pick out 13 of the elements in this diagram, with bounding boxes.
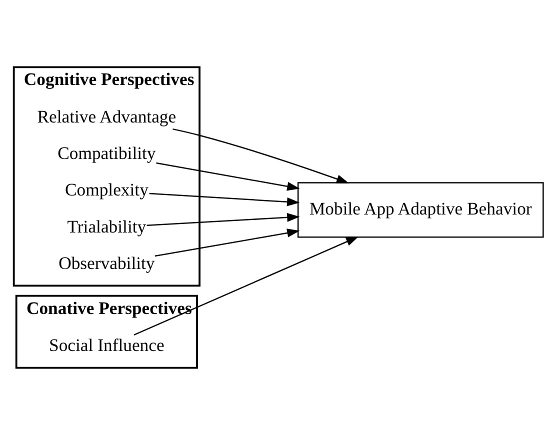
arrow <box>149 192 300 206</box>
node-text: Observability <box>58 252 155 272</box>
arrow <box>134 236 359 336</box>
node-text: Social Influence <box>49 334 164 355</box>
node-box: Mobile App Adaptive Behavior <box>297 182 544 238</box>
arrow <box>156 162 300 190</box>
node-text: Compatibility <box>58 142 156 163</box>
node-text: Trialability <box>67 216 146 236</box>
arrow <box>172 128 350 183</box>
arrow <box>154 228 300 256</box>
node-text: Relative Advantage <box>37 106 176 126</box>
node-text: Complexity <box>64 179 148 200</box>
arrow <box>146 212 300 226</box>
